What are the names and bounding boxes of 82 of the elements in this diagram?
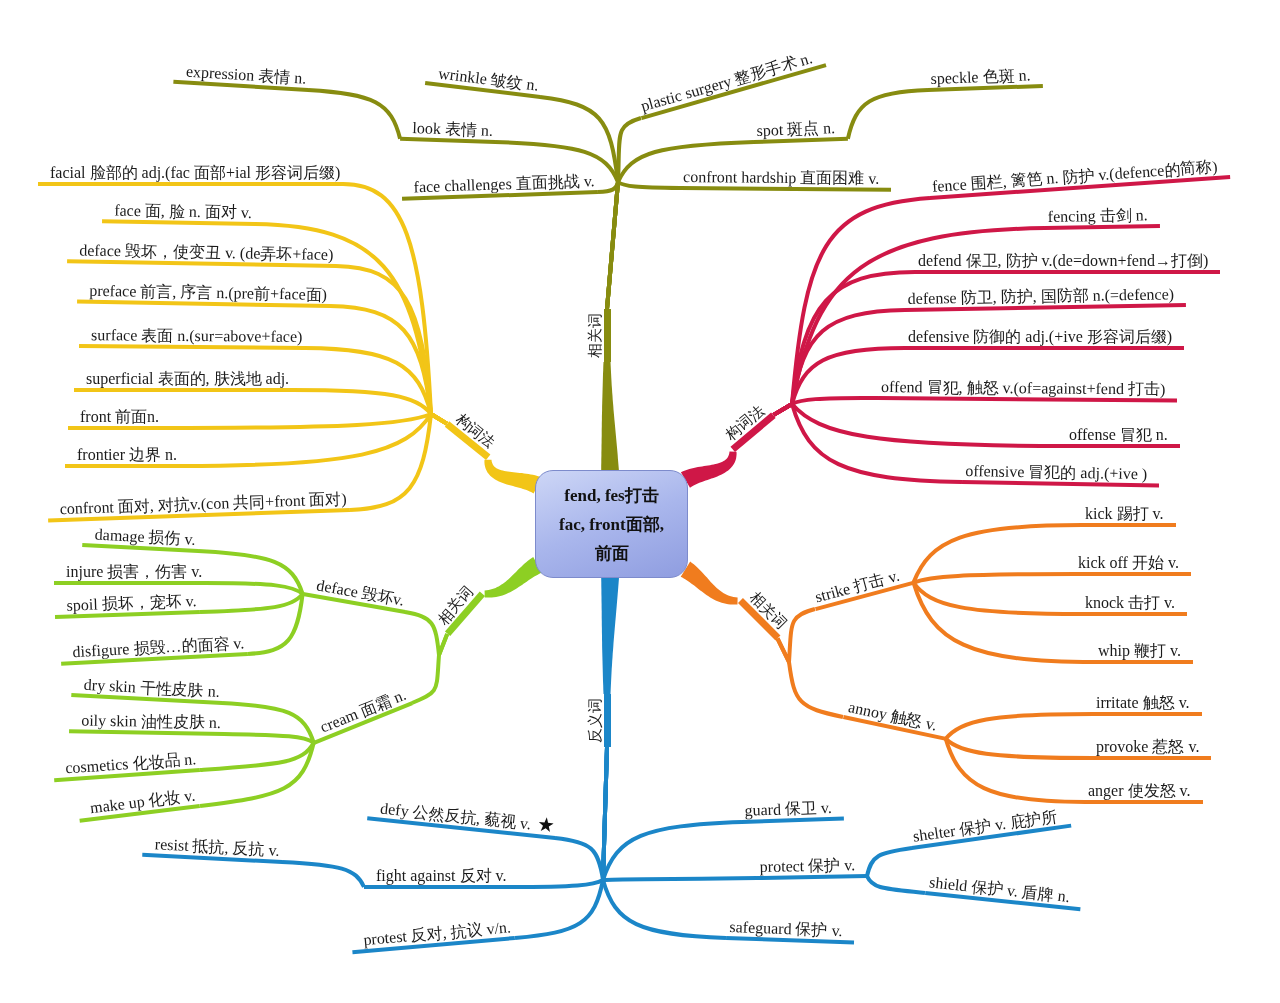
term-entry: defend 保卫, 防护 v.(de=down+fend→打倒)	[915, 251, 1221, 274]
term-entry: defense 防卫, 防护, 国防部 n.(=defence)	[904, 284, 1187, 312]
trunk-branch	[484, 556, 542, 598]
term-entry: superficial 表面的, 肤浅地 adj.	[74, 369, 293, 392]
branch-line	[223, 732, 315, 745]
branch-line	[865, 846, 913, 877]
term-entry: frontier 边界 n.	[65, 445, 180, 468]
term-entry: speckle 色斑 n.	[927, 65, 1043, 92]
term-entry: kick off 开始 v.	[1075, 553, 1191, 576]
term-entry: defensive 防御的 adj.(+ive 形容词后缀)	[905, 327, 1185, 350]
branch-label: 相关词	[585, 309, 611, 362]
term-entry: disfigure 损毁…的面容 v.	[60, 633, 248, 666]
term-entry: resist 抵抗, 反抗 v.	[142, 833, 283, 864]
branch-line	[411, 633, 450, 705]
term-entry: deface 毁坏v.	[302, 573, 409, 614]
branch-line	[205, 581, 304, 596]
term-entry: safeguard 保护 v.	[725, 917, 855, 945]
term-entry: damage 损伤 v.	[82, 523, 199, 553]
term-entry: irritate 触怒 v.	[1093, 693, 1202, 716]
branch-line	[307, 88, 403, 140]
term-entry: surface 表面 n.(sur=above+face)	[79, 325, 306, 350]
term-entry: protest 反对, 抗议 v/n.	[350, 917, 516, 955]
term-entry: fence 围栏, 篱笆 n. 防护 v.(defence的简称)	[928, 156, 1231, 200]
term-entry: offensive 冒犯的 adj.(+ive )	[961, 461, 1160, 488]
term-entry: make up 化妆 v.	[77, 785, 200, 823]
branch-line	[281, 860, 366, 888]
branch-label: 相关词	[737, 585, 793, 641]
term-entry: deface 毁坏，使变丑 v. (de弄坏+face)	[67, 240, 337, 268]
term-entry: anger 使发怒 v.	[1085, 781, 1203, 804]
branch-line	[601, 746, 727, 940]
term-entry: face challenges 直面挑战 v.	[401, 171, 599, 201]
term-entry: annoy 触怒 v.	[842, 696, 951, 741]
branch-line	[865, 875, 926, 895]
term-entry: offense 冒犯 n.	[1066, 425, 1180, 448]
trunk-branch	[680, 561, 738, 605]
term-entry: knock 击打 v.	[1082, 593, 1188, 616]
term-entry: expression 表情 n.	[173, 60, 310, 92]
branch-line	[944, 712, 1093, 741]
term-entry: front 前面n.	[68, 407, 163, 430]
term-entry: plastic surgery 整形手术 n.	[635, 44, 827, 120]
term-entry: fight against 反对 v.	[364, 866, 510, 889]
term-entry: fencing 击剑 n.	[1044, 205, 1160, 230]
term-entry: shield 保护 v. 盾牌 n.	[924, 872, 1083, 912]
branch-line	[199, 742, 316, 808]
term-entry: whip 鞭打 v.	[1095, 641, 1193, 664]
term-entry: oily skin 油性皮肤 n.	[69, 710, 224, 736]
term-entry: cosmetics 化妆品 n.	[52, 749, 201, 783]
term-entry: confront 面对, 对抗v.(con 共同+front 面对)	[47, 489, 351, 523]
term-text: defy 公然反抗, 藐视 v.	[379, 799, 532, 833]
branch-line	[772, 402, 963, 484]
term-entry: face 面, 脸 n. 面对 v.	[102, 200, 255, 226]
branch-line	[845, 88, 929, 140]
branch-label: 构词法	[444, 406, 502, 460]
branch-line	[247, 593, 305, 656]
term-entry: kick 踢打 v.	[1082, 504, 1176, 527]
term-entry: spot 斑点 n.	[753, 117, 848, 144]
term-entry: wrinkle 皱纹 n.	[424, 62, 543, 99]
topic-box: fend, fes打击 fac, front面部, 前面	[535, 470, 688, 578]
term-entry: protect 保护 v.	[756, 855, 868, 880]
branch-line	[775, 637, 844, 719]
branch-line	[943, 738, 1086, 804]
trunk-branch	[484, 459, 542, 494]
term-entry: preface 前言, 序言 n.(pre前+face面)	[77, 280, 331, 308]
term-entry: spoil 损坏，宠坏 v.	[54, 591, 201, 620]
term-entry: facial 脸部的 adj.(fac 面部+ial 形容词后缀)	[38, 163, 344, 186]
term-entry: offend 冒犯, 触怒 v.(of=against+fend 打击)	[877, 377, 1178, 403]
trunk-branch	[680, 451, 737, 488]
branch-label: 构词法	[719, 398, 776, 452]
term-entry: cream 面霜 n.	[305, 683, 413, 745]
branch-label: 相关词	[431, 579, 485, 637]
term-entry: look 表情 n.	[400, 117, 497, 144]
term-entry: guard 保卫 v.	[741, 797, 845, 824]
branch-line	[911, 523, 1083, 584]
branch-label: 反义词	[585, 694, 611, 747]
term-entry: injure 损害，伤害 v.	[54, 562, 206, 585]
term-entry: confront hardship 直面困难 v.	[679, 167, 892, 192]
term-entry: dry skin 干性皮肤 n.	[71, 674, 224, 705]
term-entry: strike 打击 v.	[809, 562, 914, 611]
branch-line	[605, 180, 681, 310]
term-entry: shelter 保护 v. 庇护所	[909, 804, 1072, 850]
branch-line	[197, 549, 305, 595]
term-entry: provoke 惹怒 v.	[1093, 737, 1212, 760]
